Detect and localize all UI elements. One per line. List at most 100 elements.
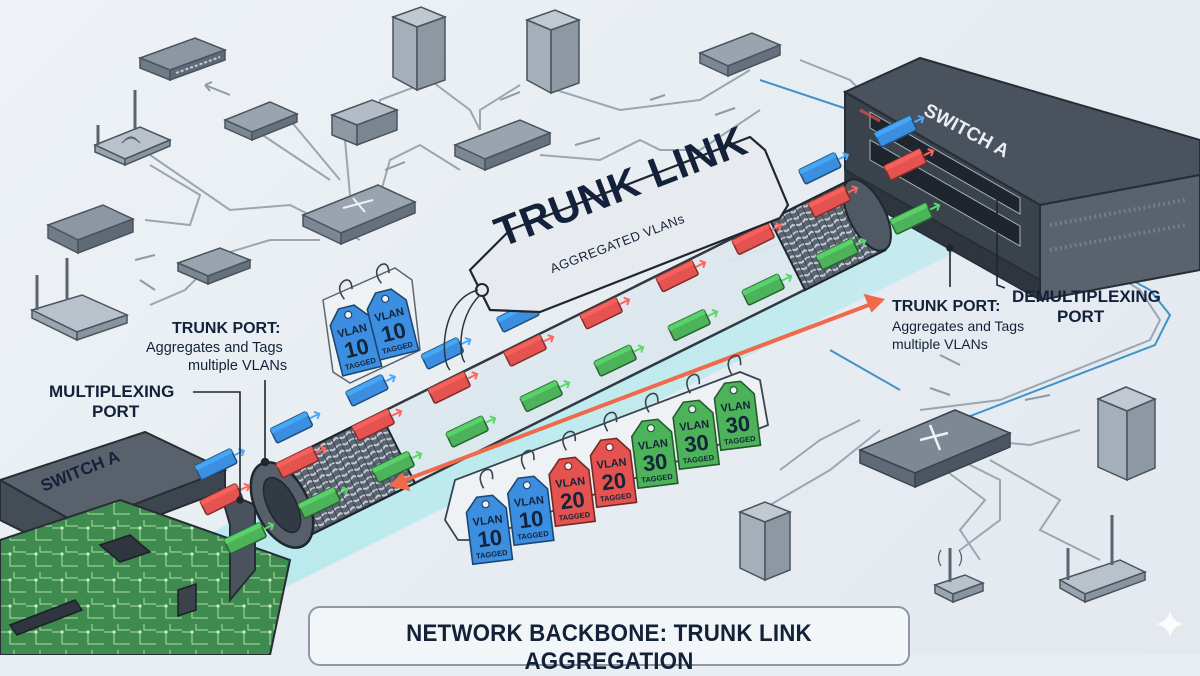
arrow-icon xyxy=(499,91,521,101)
packet-arrow-icon xyxy=(619,296,631,306)
left-trunk-port-title: TRUNK PORT: xyxy=(172,320,281,337)
tag-id-text: 20 xyxy=(600,468,627,496)
arrow-icon xyxy=(939,354,961,366)
packet-arrow-icon xyxy=(315,445,327,455)
tag-vlan-text: VLAN xyxy=(637,437,668,453)
packet-arrow-icon xyxy=(855,237,867,247)
left-trunk-port-desc-line1: Aggregates and Tags xyxy=(146,340,283,356)
bidirectional-flow-arrow xyxy=(389,293,885,492)
tag-state-text: TAGGED xyxy=(517,529,550,542)
switch-icon xyxy=(453,119,552,172)
network-line xyxy=(944,469,987,561)
network-line xyxy=(989,459,1101,561)
packet-arrow-icon xyxy=(771,222,783,231)
packet-vlan20 xyxy=(275,445,327,479)
packet-arrow-icon xyxy=(543,334,555,343)
arrow-icon xyxy=(574,137,601,146)
tag-vlan-text: VLAN xyxy=(472,513,503,529)
sparkle-icon xyxy=(1156,610,1184,638)
callout-leaders xyxy=(193,198,1006,504)
packet-arrow-icon xyxy=(337,486,349,495)
packet-arrow-icon xyxy=(460,336,472,346)
packet-arrow-icon xyxy=(559,379,571,389)
tag-id-text: 10 xyxy=(379,317,409,347)
packet-vlan30 xyxy=(297,486,349,519)
packet-vlan10 xyxy=(269,410,321,444)
direction-arrows xyxy=(134,81,1051,401)
packet-vlan30 xyxy=(223,521,275,555)
packet-vlan30 xyxy=(593,344,645,377)
network-appliance-icon xyxy=(46,204,135,255)
network-line xyxy=(429,79,481,131)
packet-vlan30 xyxy=(889,202,941,235)
network-line xyxy=(144,164,202,227)
wifi-router-icon xyxy=(93,90,172,167)
packet-vlan20 xyxy=(427,371,479,404)
packet-vlan30 xyxy=(815,237,867,271)
demux-leader-line xyxy=(996,198,1006,289)
packet-arrow-icon xyxy=(309,410,321,420)
tag-id-text: 30 xyxy=(641,449,668,477)
core-switch-icon xyxy=(301,184,417,246)
tag-id-text: 30 xyxy=(683,430,710,458)
tag-id-text: 20 xyxy=(559,487,586,515)
access-point-icon xyxy=(933,548,985,604)
tag-hook-icon xyxy=(686,373,701,394)
tag-hook-icon xyxy=(338,279,353,300)
packet-vlan30 xyxy=(519,379,571,413)
storage-device-icon xyxy=(329,99,400,147)
tag-id-text: 10 xyxy=(517,506,544,534)
tag-vlan-text: VLAN xyxy=(555,475,586,491)
lower-vlan-tags: VLAN10TAGGEDVLAN10TAGGEDVLAN20TAGGEDVLAN… xyxy=(465,354,762,566)
network-line xyxy=(769,429,881,506)
network-line xyxy=(539,69,751,112)
arrow-icon xyxy=(1024,394,1051,401)
tag-state-text: TAGGED xyxy=(724,434,757,447)
tag-hook-icon xyxy=(520,449,535,470)
network-line xyxy=(779,419,861,471)
server-tower-icon xyxy=(737,501,793,582)
fiber-line xyxy=(759,79,851,111)
right-trunk-port-desc-line2: multiple VLANs xyxy=(892,336,988,352)
network-line xyxy=(479,84,521,130)
tag-id-text: 30 xyxy=(724,411,751,439)
server-tower-icon xyxy=(524,9,582,95)
switch-icon xyxy=(175,247,253,286)
tag-state-text: TAGGED xyxy=(558,510,591,523)
network-line xyxy=(959,459,1001,551)
packet-vlan10 xyxy=(798,151,850,185)
leader-dot xyxy=(946,244,954,252)
packet-vlan10 xyxy=(873,114,925,148)
tag-hook-icon xyxy=(562,430,577,451)
right-trunk-port-title: TRUNK PORT: xyxy=(892,298,1001,315)
switch-icon xyxy=(223,101,299,142)
demultiplexing-port-label-line2: PORT xyxy=(1057,307,1105,326)
tag-hook-icon xyxy=(603,411,618,432)
tag-state-text: TAGGED xyxy=(682,453,715,466)
tag-state-text: TAGGED xyxy=(641,472,674,485)
arrow-left-icon xyxy=(389,472,411,492)
fiber-line xyxy=(829,349,901,391)
tag-hook-icon xyxy=(644,392,659,413)
network-line xyxy=(254,129,331,181)
tag-id-text: 10 xyxy=(476,525,503,553)
multiplexing-port-label-line2: PORT xyxy=(92,402,140,421)
packet-vlan20 xyxy=(579,296,631,330)
diagram-title-box: NETWORK BACKBONE: TRUNK LINK AGGREGATION xyxy=(308,606,910,675)
left-trunk-port-desc-line2: multiple VLANs xyxy=(188,358,288,374)
arrow-icon xyxy=(929,387,951,396)
arrow-icon xyxy=(139,279,156,291)
diagram-title: NETWORK BACKBONE: TRUNK LINK AGGREGATION xyxy=(406,620,812,675)
switch-icon xyxy=(137,37,228,82)
leader-dot xyxy=(236,496,244,504)
tag-vlan-text: VLAN xyxy=(679,418,710,434)
arrow-icon xyxy=(714,107,736,116)
packet-arrow-icon xyxy=(929,202,941,211)
